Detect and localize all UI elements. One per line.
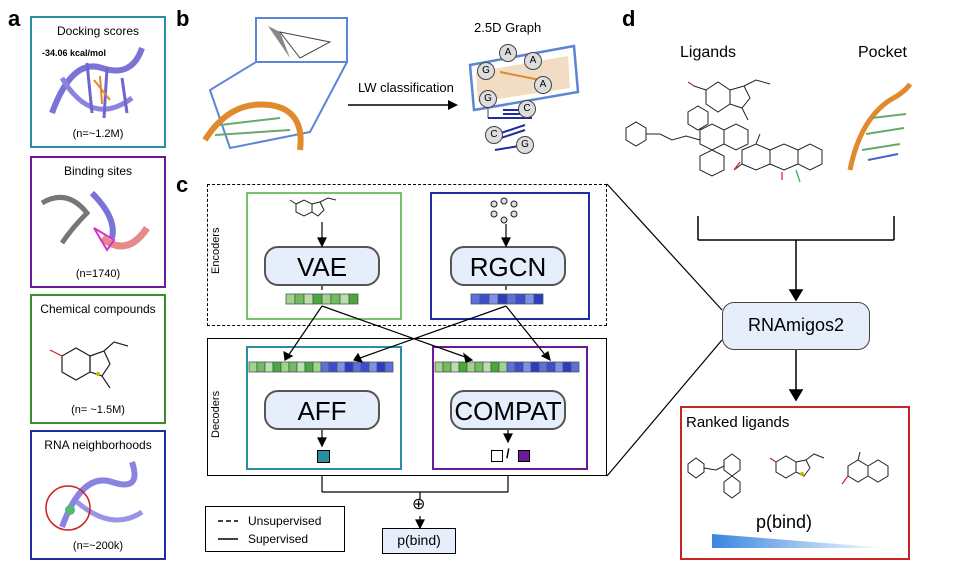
vae-module: VAE xyxy=(264,246,380,286)
lw-classification-label: LW classification xyxy=(358,80,454,95)
vae-encoder-box xyxy=(246,192,402,320)
compat-output-empty-square xyxy=(491,450,503,462)
legend-unsupervised: Unsupervised xyxy=(248,514,322,528)
aff-decoder-box xyxy=(246,346,402,470)
card-title: Binding sites xyxy=(63,164,133,178)
card-rna-neighborhoods: RNA neighborhoods (n=~200k) xyxy=(30,430,166,560)
pbind-output-box: p(bind) xyxy=(382,528,456,554)
card-title: RNA neighborhoods xyxy=(44,438,152,452)
ranked-ligands-title: Ranked ligands xyxy=(686,414,790,431)
card-count: (n=~200k) xyxy=(72,540,124,552)
compat-slash: / xyxy=(506,446,510,461)
graph-node: A xyxy=(524,52,542,70)
ranked-ligands-box xyxy=(680,406,910,560)
ranked-pbind-label: p(bind) xyxy=(756,512,813,532)
legend-supervised: Supervised xyxy=(248,532,309,546)
legend-box xyxy=(205,506,345,552)
rnamigos2-model: RNAmigos2 xyxy=(722,302,870,350)
rgcn-encoder-box xyxy=(430,192,590,320)
panel-letter-c: c xyxy=(176,172,189,197)
rgcn-module: RGCN xyxy=(450,246,566,286)
docking-rna-illustration xyxy=(49,46,145,119)
ligand-structures xyxy=(625,79,823,177)
graph-node: C xyxy=(518,100,536,118)
encoders-box xyxy=(207,184,607,326)
decoders-box xyxy=(207,338,607,476)
compound-structure-illustration xyxy=(49,341,129,389)
card-title: Docking scores xyxy=(56,24,140,38)
graph-node: G xyxy=(516,136,534,154)
rna-neighborhood-illustration xyxy=(45,461,144,531)
compat-output-filled-square xyxy=(518,450,530,462)
sum-operator: ⊕ xyxy=(412,496,426,513)
graph-node: G xyxy=(479,90,497,108)
panel-letter-d: d xyxy=(622,6,636,31)
card-binding-sites: Binding sites (n=1740) xyxy=(30,156,166,288)
card-count: (n=1740) xyxy=(75,268,121,280)
graph-node: G xyxy=(477,62,495,80)
aff-module: AFF xyxy=(264,390,380,430)
graph-title: 2.5D Graph xyxy=(474,20,542,35)
binding-site-illustration xyxy=(40,190,150,252)
graph-node: A xyxy=(534,76,552,94)
graph-node: C xyxy=(485,126,503,144)
pocket-label: Pocket xyxy=(858,44,907,61)
compat-module: COMPAT xyxy=(450,390,566,430)
score-gradient-wedge xyxy=(712,534,888,548)
ligands-label: Ligands xyxy=(680,44,737,61)
card-chemical-compounds: Chemical compounds (n= ~1.5M) xyxy=(30,294,166,424)
compat-decoder-box xyxy=(432,346,588,470)
card-docking-scores: Docking scores -34.06 kcal/mol (n=~1.2M) xyxy=(30,16,166,148)
docking-score-annotation: -34.06 kcal/mol xyxy=(42,48,107,58)
panel-letter-b: b xyxy=(176,6,190,31)
aff-output-square xyxy=(317,450,330,463)
graph-node: A xyxy=(499,44,517,62)
card-title: Chemical compounds xyxy=(40,302,156,316)
card-count: (n=~1.2M) xyxy=(72,128,124,140)
card-count: (n= ~1.5M) xyxy=(71,404,125,416)
panel-letter-a: a xyxy=(8,6,21,31)
